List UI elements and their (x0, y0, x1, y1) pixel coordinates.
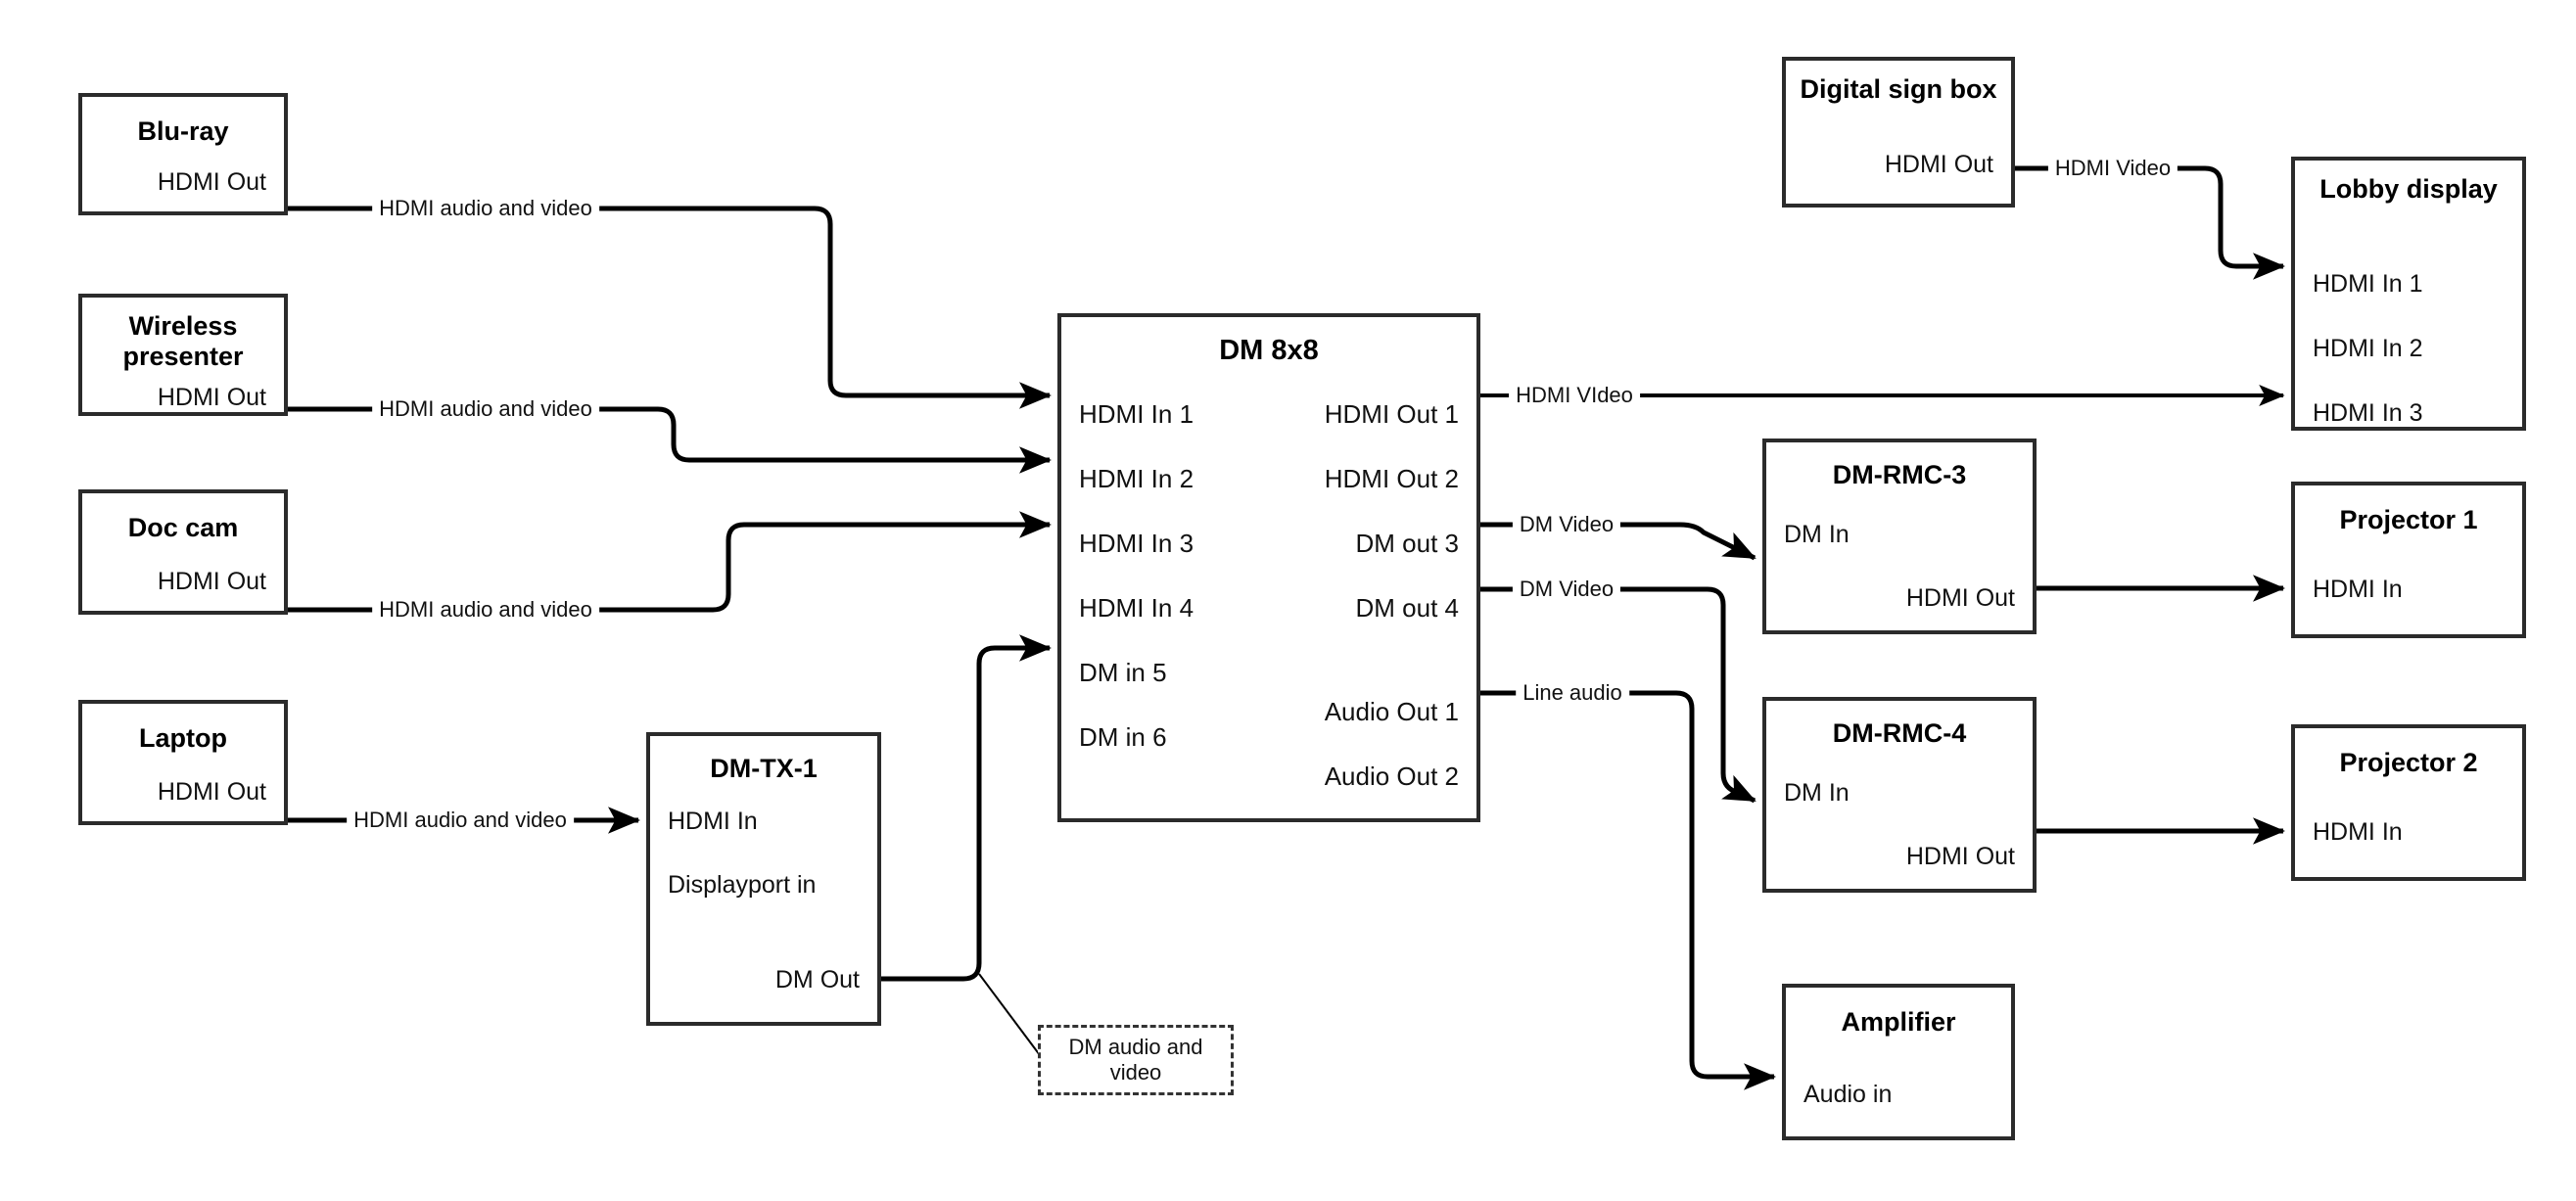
dm-8x8-matrix-switcher-port-hdmi-in-4: HDMI In 4 (1079, 593, 1194, 623)
dm-rmc-4-receiver-port-hdmi-out: HDMI Out (1905, 843, 2015, 870)
lobby-display-port-hdmi-in-2: HDMI In 2 (2313, 335, 2423, 362)
dm-audio-and-video-callout: DM audio and video (1038, 1025, 1234, 1095)
projector-2[interactable]: Projector 2 HDMI In (2291, 724, 2526, 881)
blu-ray-player-port-hdmi-out: HDMI Out (157, 168, 266, 196)
dm-rmc-3-receiver-port-dm-in: DM In (1784, 521, 1850, 548)
blu-ray-player-title: Blu-ray (137, 116, 229, 146)
link-label: DM Video (1512, 578, 1621, 600)
dm-8x8-matrix-switcher-port-audio-out-2: Audio Out 2 (1324, 762, 1459, 791)
laptop-title: Laptop (139, 723, 227, 753)
dm-8x8-matrix-switcher-port-dm-in-5: DM in 5 (1079, 658, 1167, 687)
projector-2-port-hdmi-in: HDMI In (2313, 818, 2403, 846)
projector-1[interactable]: Projector 1 HDMI In (2291, 482, 2526, 638)
dm-rmc-4-receiver[interactable]: DM-RMC-4 DM In HDMI Out (1762, 697, 2037, 893)
dm-8x8-matrix-switcher-port-audio-out-1: Audio Out 1 (1324, 697, 1459, 726)
digital-sign-box-port-hdmi-out: HDMI Out (1884, 151, 1993, 178)
bluray-to-hdmi-in-1 (288, 206, 1053, 409)
link-label: HDMI audio and video (372, 599, 599, 621)
dm-tx-1-transmitter-port-hdmi-in: HDMI In (668, 808, 758, 835)
projector-1-title: Projector 1 (2339, 505, 2478, 534)
dm-8x8-matrix-switcher-port-hdmi-in-1: HDMI In 1 (1079, 399, 1194, 429)
lobby-display-port-hdmi-in-3: HDMI In 3 (2313, 399, 2423, 427)
link-label: HDMI VIdeo (1509, 385, 1640, 406)
projector-2-title: Projector 2 (2339, 748, 2478, 777)
dm-8x8-matrix-switcher-port-hdmi-out-2: HDMI Out 2 (1324, 464, 1459, 493)
dm-rmc-3-receiver-title: DM-RMC-3 (1832, 460, 1967, 489)
dm-8x8-matrix-switcher-port-dm-out-4: DM out 4 (1355, 593, 1460, 623)
wireless-presenter-port-hdmi-out: HDMI Out (157, 384, 266, 411)
dm-8x8-matrix-switcher-port-dm-out-3: DM out 3 (1355, 529, 1460, 558)
dm8x8-audio-out-1-to-amplifier (1480, 690, 1777, 1090)
digitalsign-to-lobby-hdmi-in-1 (2015, 165, 2286, 280)
dm-8x8-matrix-switcher-port-hdmi-out-1: HDMI Out 1 (1324, 399, 1459, 429)
doc-cam-port-hdmi-out: HDMI Out (157, 568, 266, 595)
dmtx1-to-dm-in-5 (881, 634, 1053, 982)
dm-rmc-3-receiver[interactable]: DM-RMC-3 DM In HDMI Out (1762, 439, 2037, 634)
dm-8x8-matrix-switcher-port-dm-in-6: DM in 6 (1079, 722, 1167, 752)
amplifier-title: Amplifier (1841, 1007, 1956, 1037)
callout-leader-line (978, 973, 1041, 1056)
link-label: HDMI audio and video (372, 198, 599, 219)
laptop-port-hdmi-out: HDMI Out (157, 778, 266, 806)
digital-sign-box-title: Digital sign box (1800, 74, 1997, 104)
link-label: HDMI Video (2047, 158, 2178, 179)
dm-8x8-matrix-switcher-port-hdmi-in-3: HDMI In 3 (1079, 529, 1194, 558)
lobby-display-port-hdmi-in-1: HDMI In 1 (2313, 270, 2423, 298)
dm-rmc-3-receiver-port-hdmi-out: HDMI Out (1905, 584, 2015, 612)
link-label: HDMI audio and video (347, 809, 574, 831)
dm-tx-1-transmitter-port-displayport-in: Displayport in (668, 871, 817, 899)
lobby-display-title: Lobby display (2319, 174, 2498, 204)
dm-tx-1-transmitter-port-dm-out: DM Out (774, 966, 860, 993)
dm-tx-1-transmitter-title: DM-TX-1 (710, 754, 818, 783)
doc-cam-title: Doc cam (127, 513, 239, 542)
amplifier-port-audio-in: Audio in (1803, 1081, 1893, 1108)
dm-rmc-4-receiver-port-dm-in: DM In (1784, 779, 1850, 807)
link-label: HDMI audio and video (372, 398, 599, 420)
dm-8x8-matrix-switcher-title: DM 8x8 (1219, 335, 1319, 366)
projector-1-port-hdmi-in: HDMI In (2313, 576, 2403, 603)
link-label: DM Video (1512, 514, 1621, 535)
link-label: Line audio (1516, 682, 1629, 704)
dm-8x8-matrix-switcher-port-hdmi-in-2: HDMI In 2 (1079, 464, 1194, 493)
dm-rmc-4-receiver-title: DM-RMC-4 (1832, 718, 1967, 748)
wireless-presenter-title: Wireless presenter (122, 311, 244, 371)
